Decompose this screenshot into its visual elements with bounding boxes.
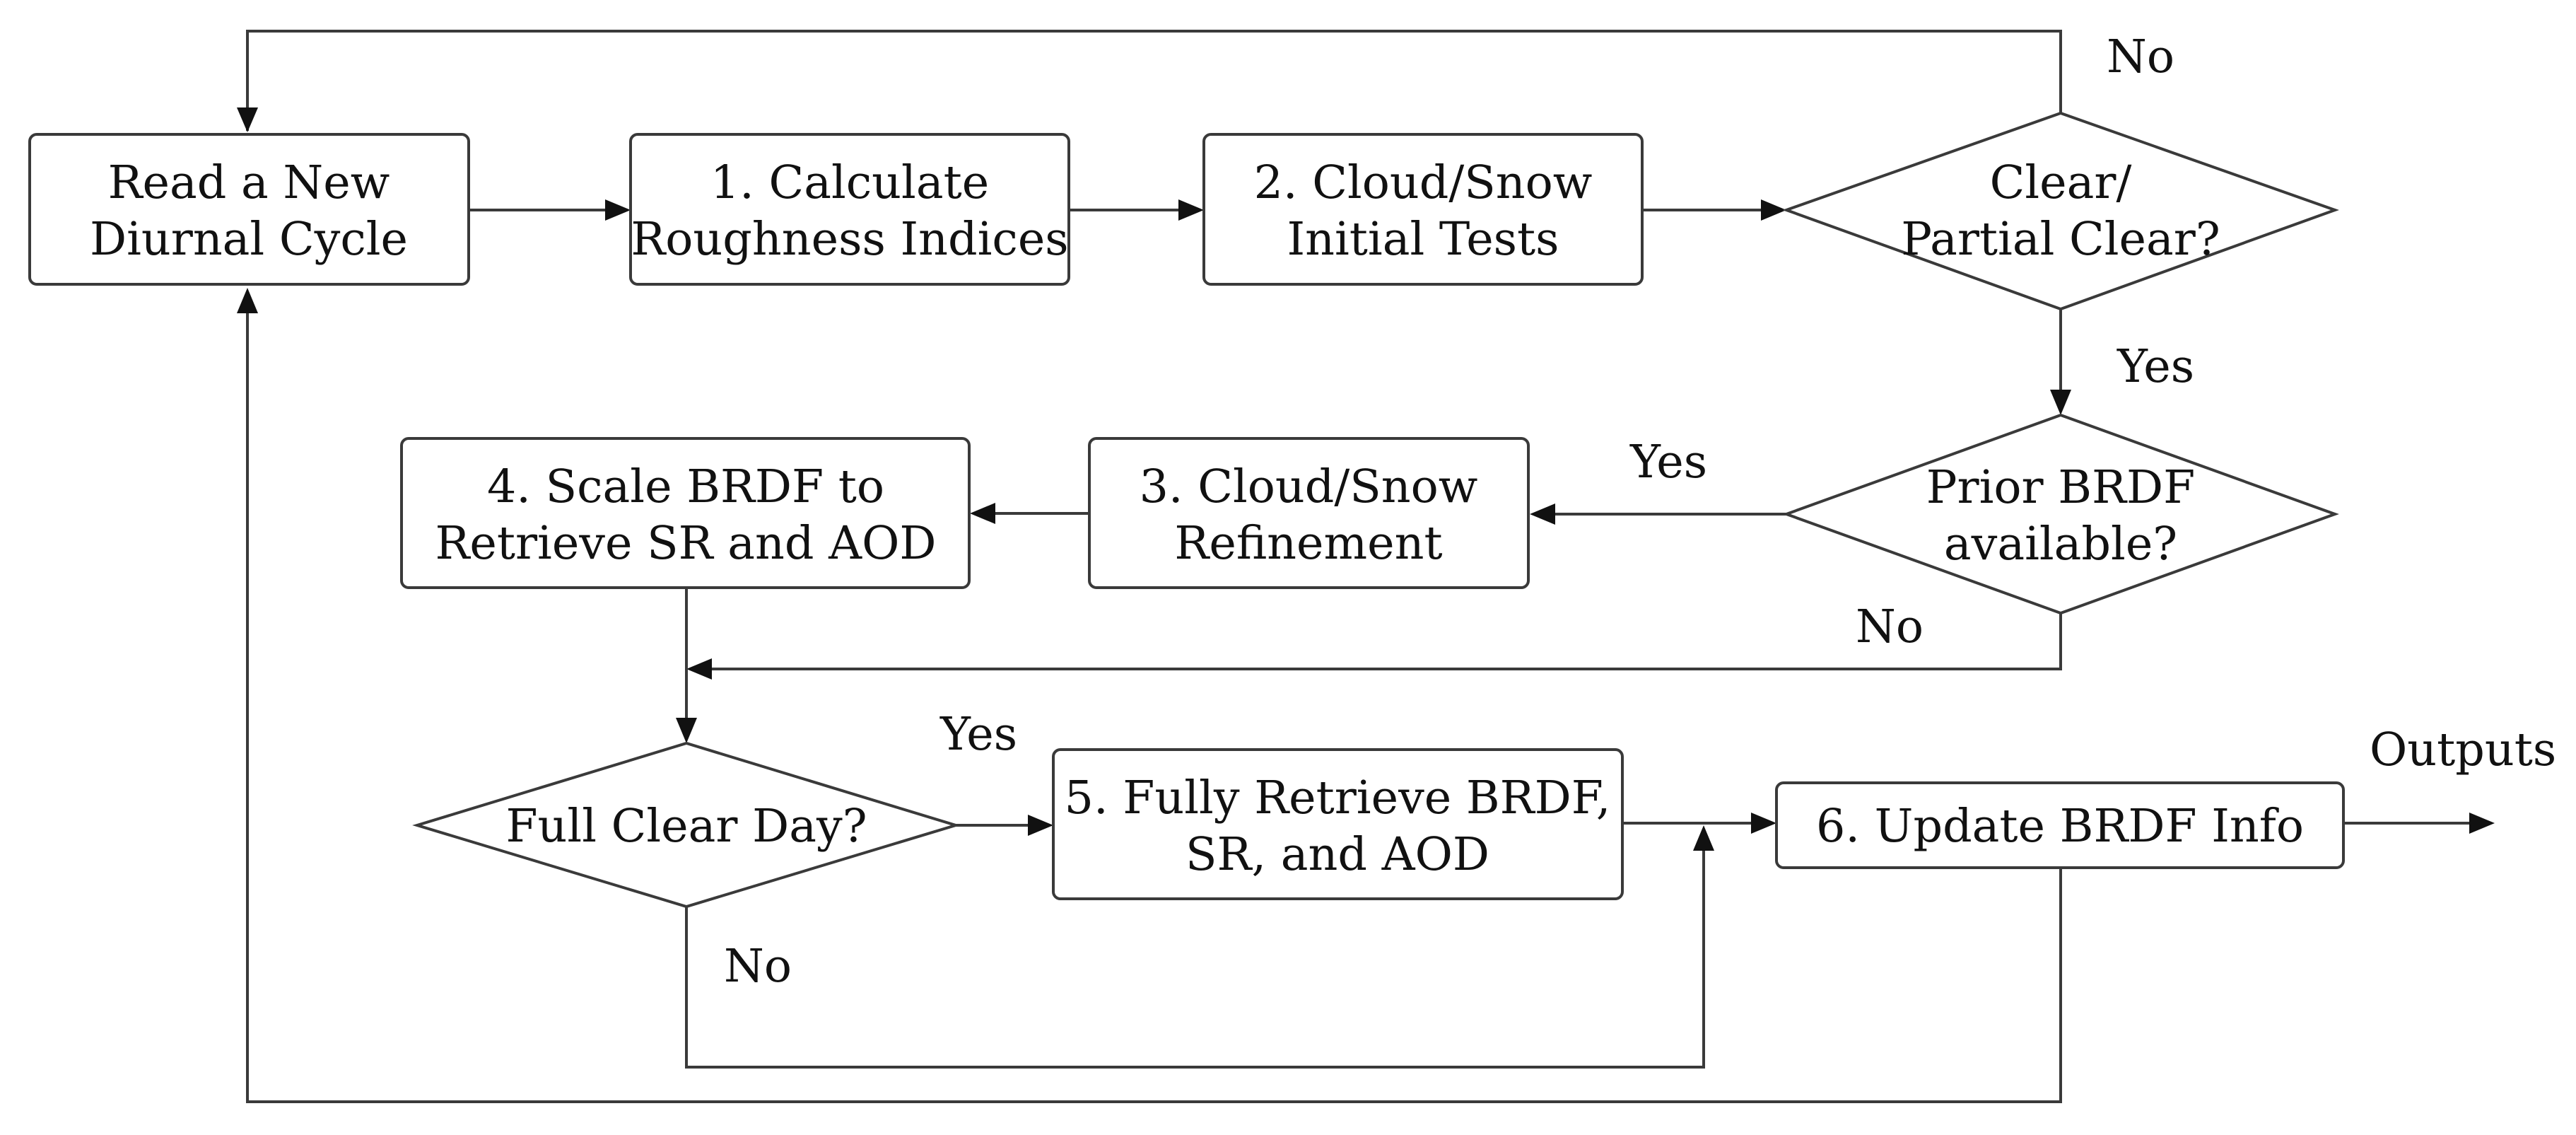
arrowhead [686, 658, 712, 680]
node-calc: 1. Calculate Roughness Indices [629, 133, 1070, 286]
prior-no-connector [709, 613, 2062, 670]
refine-label-line1: 3. Cloud/Snow [1140, 460, 1478, 513]
node-clear-decision: Clear/ Partial Clear? [1782, 111, 2339, 311]
arrowhead [676, 718, 697, 743]
cloud-initial-box [1202, 133, 1644, 286]
arrowhead [237, 107, 258, 132]
scale-box [400, 437, 971, 589]
prior-no-label: No [1856, 600, 1924, 653]
arrowhead [1751, 813, 1776, 834]
node-prior-decision: Prior BRDF available? [1782, 413, 2339, 615]
calc-box [629, 133, 1070, 286]
connectors [237, 30, 2495, 1103]
clear-yes-label: Yes [2117, 340, 2194, 393]
update-label: 6. Update BRDF Info [1816, 800, 2304, 853]
node-update: 6. Update BRDF Info [1775, 781, 2345, 869]
scale-label-line2: Retrieve SR and AOD [435, 517, 936, 570]
arrowhead [1028, 815, 1053, 836]
outputs-label: Outputs [2370, 723, 2556, 776]
node-read: Read a New Diurnal Cycle [28, 133, 470, 286]
full-retrieve-label-line1: 5. Fully Retrieve BRDF, [1065, 772, 1611, 825]
scale-label-line1: 4. Scale BRDF to [487, 460, 884, 513]
arrowhead [237, 288, 258, 313]
clear-no-label: No [2107, 30, 2174, 83]
arrowhead [1693, 825, 1714, 851]
full-retrieve-label-line2: SR, and AOD [1185, 828, 1489, 881]
read-label-line2: Diurnal Cycle [90, 213, 408, 266]
node-full-clear: Full Clear Day? [412, 741, 961, 909]
edge-labels: No Yes Yes No Yes No Outputs [724, 30, 2556, 993]
arrowhead [2469, 813, 2495, 834]
refine-label-line2: Refinement [1174, 517, 1442, 570]
clear-decision-line1: Clear/ [1990, 156, 2132, 209]
arrowhead [1530, 504, 1555, 525]
calc-label-line2: Roughness Indices [631, 213, 1068, 266]
no-loop-connector [246, 30, 2062, 131]
clear-decision-line2: Partial Clear? [1901, 213, 2220, 266]
arrowhead [2050, 390, 2071, 415]
fullclear-no-connector [685, 848, 1705, 1069]
prior-decision-line2: available? [1944, 518, 2177, 571]
node-scale: 4. Scale BRDF to Retrieve SR and AOD [400, 437, 971, 589]
arrowhead [1178, 199, 1204, 221]
fullclear-yes-label: Yes [939, 708, 1017, 761]
arrowhead [970, 503, 995, 524]
clear-decision-diamond [1782, 111, 2339, 311]
cloud-initial-label-line2: Initial Tests [1287, 213, 1559, 266]
full-clear-diamond [412, 741, 961, 909]
prior-decision-diamond [1782, 413, 2339, 615]
node-cloud-initial: 2. Cloud/Snow Initial Tests [1202, 133, 1644, 286]
full-retrieve-box [1052, 748, 1624, 900]
node-refine: 3. Cloud/Snow Refinement [1088, 437, 1530, 589]
node-full-retrieve: 5. Fully Retrieve BRDF, SR, and AOD [1052, 748, 1624, 900]
update-box [1775, 781, 2345, 869]
prior-yes-label: Yes [1629, 436, 1707, 489]
read-label-line1: Read a New [108, 156, 390, 209]
arrowhead [605, 199, 631, 221]
calc-label-line1: 1. Calculate [710, 156, 989, 209]
return-loop-connector [246, 312, 2062, 1103]
refine-box [1088, 437, 1530, 589]
full-clear-label: Full Clear Day? [505, 800, 867, 853]
prior-decision-line1: Prior BRDF [1926, 461, 2195, 514]
arrowhead [1761, 199, 1786, 221]
read-box [28, 133, 470, 286]
cloud-initial-label-line1: 2. Cloud/Snow [1254, 156, 1593, 209]
fullclear-no-label: No [724, 940, 792, 993]
